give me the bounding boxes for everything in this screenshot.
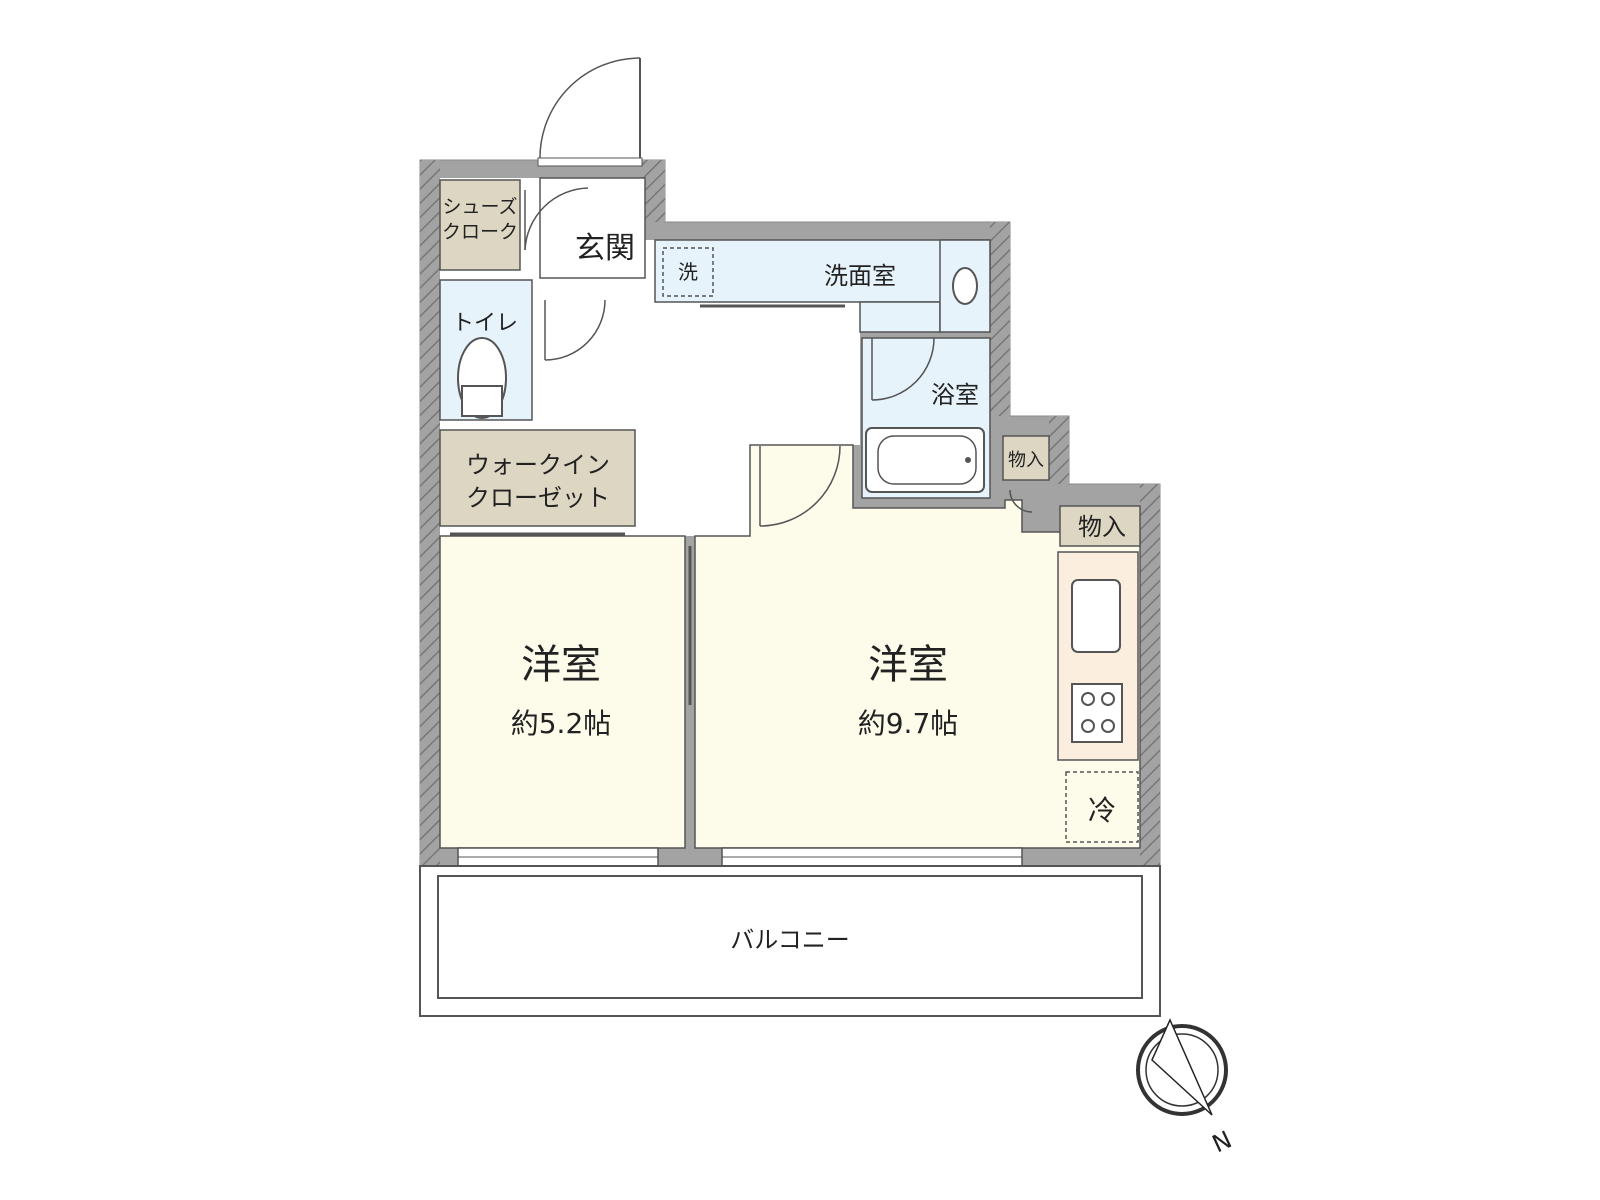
- front-door-swing: [539, 57, 641, 161]
- washer-label: 洗: [678, 260, 698, 284]
- wall-hatch-mid: [990, 222, 1010, 416]
- washroom-lower: [859, 301, 941, 333]
- compass: [1136, 1018, 1228, 1116]
- stove: [1071, 683, 1123, 743]
- western-left-size: 約5.2帖: [511, 707, 612, 740]
- compass-inner-ring: [1145, 1033, 1219, 1107]
- balcony-label: バルコニー: [730, 926, 850, 954]
- fridge-space: [1065, 771, 1139, 843]
- shoe-closet: [439, 179, 521, 271]
- walkin-closet-label-2: クローゼット: [466, 484, 610, 512]
- toilet-label: トイレ: [452, 311, 518, 336]
- fridge-label: 冷: [1088, 794, 1116, 827]
- bathtub: [865, 427, 985, 493]
- door-swing: [524, 187, 589, 251]
- wall-hatch-top: [642, 160, 665, 222]
- washer-space: [662, 247, 714, 297]
- bathroom-label: 浴室: [931, 381, 979, 409]
- balcony: [437, 875, 1143, 999]
- door-swing: [1009, 489, 1033, 513]
- shoe-closet-label-1: シューズ: [442, 196, 517, 218]
- walkin-closet: [439, 429, 636, 527]
- burner-icon: [1101, 719, 1115, 733]
- wall-hatch-right: [1140, 484, 1160, 866]
- burner-icon: [1101, 692, 1115, 706]
- door-swing: [544, 299, 606, 361]
- sink: [1071, 579, 1121, 653]
- storage-small-label: 物入: [1008, 450, 1044, 471]
- washroom-label: 洗面室: [824, 262, 896, 290]
- vanity-sink-icon: [952, 267, 978, 305]
- wall-hatch-step: [1049, 416, 1069, 484]
- western-room-left: [439, 535, 686, 849]
- door-threshold: [537, 157, 643, 167]
- burner-icon: [1081, 719, 1095, 733]
- storage-small: [1002, 435, 1050, 481]
- shoe-closet-label-2: クローク: [442, 221, 518, 243]
- door-swing: [871, 337, 935, 401]
- burner-icon: [1081, 692, 1095, 706]
- compass-needle-outline: [1151, 1018, 1213, 1116]
- entrance: [539, 177, 646, 279]
- bathtub-inner: [877, 435, 977, 485]
- western-room-right: [694, 444, 1141, 849]
- entrance-label: 玄関: [575, 231, 635, 266]
- drain-icon: [965, 457, 971, 463]
- western-left-name: 洋室: [521, 642, 601, 688]
- door-swing: [759, 445, 841, 527]
- compass-north-label: N: [1208, 1126, 1236, 1159]
- toilet-tank: [461, 385, 503, 417]
- walkin-closet-label-1: ウォークイン: [466, 451, 610, 479]
- storage-label: 物入: [1078, 513, 1126, 541]
- wall-hatch-left: [420, 160, 440, 866]
- western-right-name: 洋室: [868, 642, 948, 688]
- washroom: [654, 239, 991, 303]
- western-right-size: 約9.7帖: [858, 707, 959, 740]
- storage: [1059, 505, 1141, 547]
